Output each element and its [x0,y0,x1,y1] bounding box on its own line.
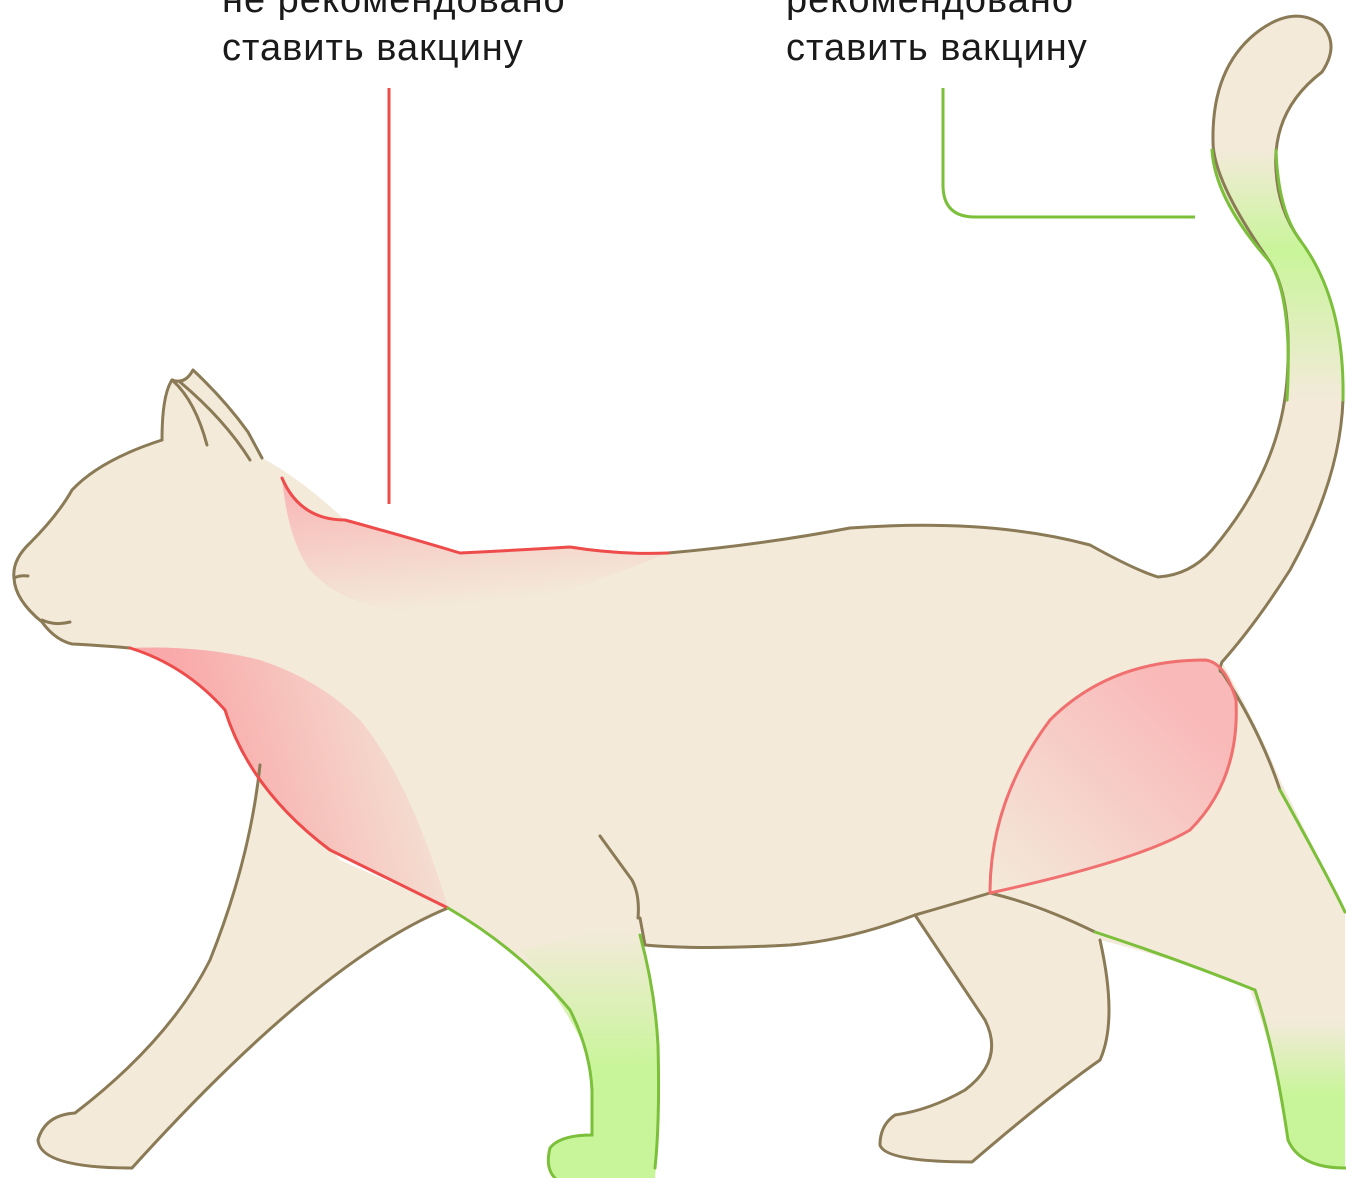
recommended-pointer [943,88,1195,217]
back-leg-far [880,893,1109,1162]
front-leg-green-zone [520,930,659,1178]
